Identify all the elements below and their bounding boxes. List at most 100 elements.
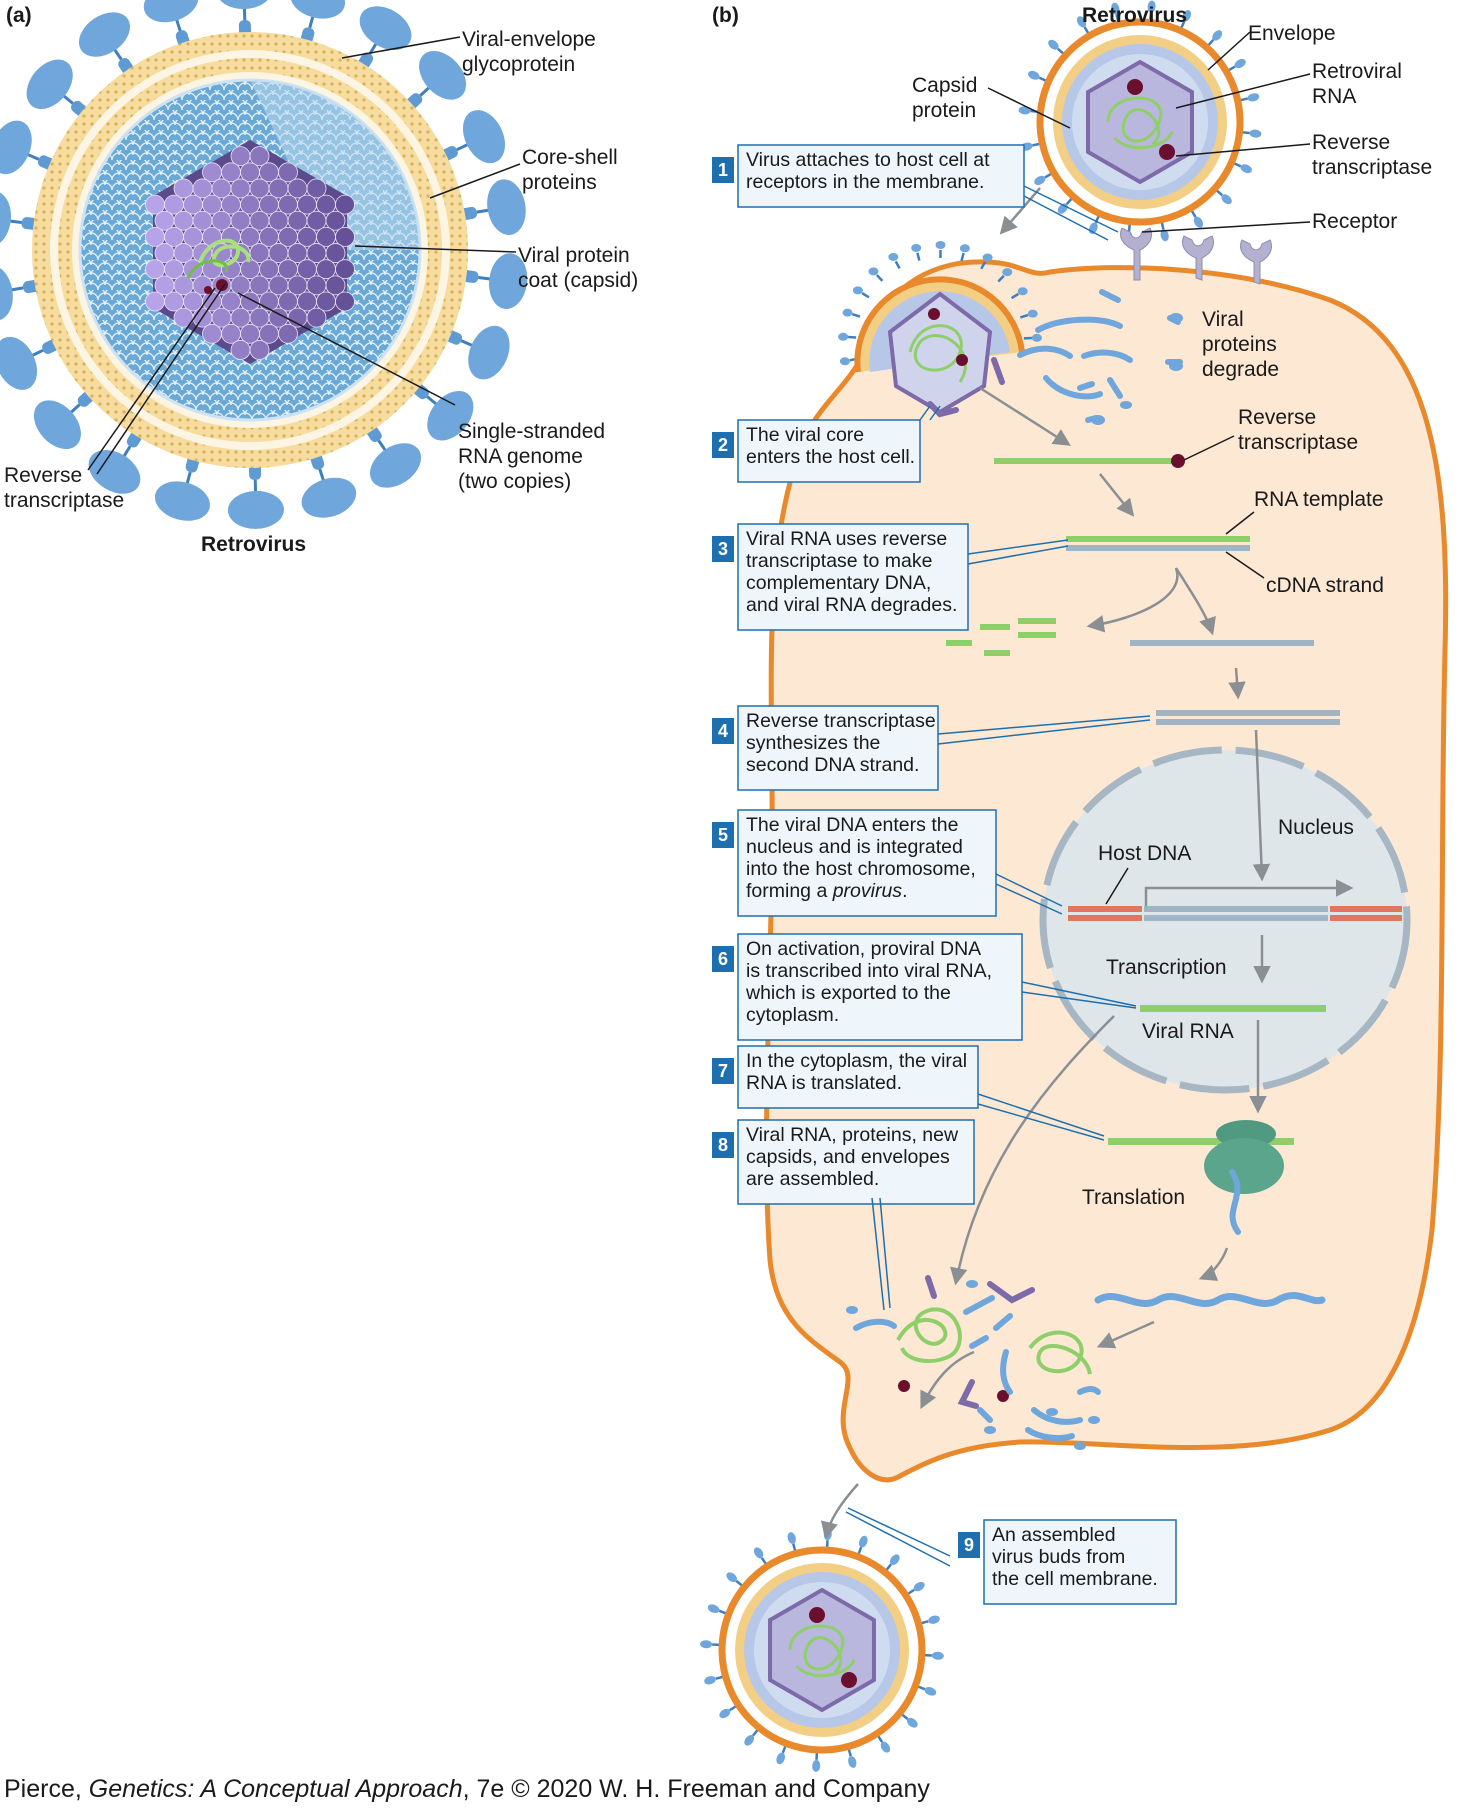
step-number: 8: [718, 1135, 728, 1155]
label-rna-3: (two copies): [458, 470, 571, 493]
step-box: [737, 1045, 979, 1109]
label-rt2-1: Reverse: [1238, 406, 1316, 429]
step-text-line: In the cytoplasm, the viral: [746, 1050, 967, 1072]
step-text-line: The viral DNA enters the: [746, 814, 958, 836]
step-text-line: the cell membrane.: [992, 1568, 1158, 1590]
label-capsid-1: Viral protein: [518, 244, 630, 267]
step-text-line: is transcribed into viral RNA,: [746, 960, 992, 982]
step-box: [737, 809, 997, 917]
step-text-line: cytoplasm.: [746, 1004, 839, 1026]
step-box: [983, 1519, 1177, 1605]
step-badge: [958, 1532, 980, 1558]
callout-leaders: [845, 185, 1151, 1567]
step-box: [737, 523, 969, 631]
host-dna-left: [1068, 906, 1142, 912]
degraded-rna-fragments: [946, 618, 1056, 656]
step-box: [737, 144, 1025, 208]
ribosome-large: [1204, 1138, 1284, 1194]
step-text-line: capsids, and envelopes: [746, 1146, 950, 1168]
step-text-line: RNA is translated.: [746, 1072, 902, 1094]
step-text-line: synthesizes the: [746, 732, 880, 754]
step-box: [737, 1119, 975, 1205]
label-rt-2: transcriptase: [4, 489, 124, 512]
label-rt-b-1: Reverse: [1312, 131, 1390, 154]
panel-a: (a) Viral-envelope glycoprotein Co: [0, 0, 638, 556]
step-text-line: are assembled.: [746, 1168, 879, 1190]
step-number: 9: [964, 1535, 974, 1555]
label-receptor: Receptor: [1312, 210, 1397, 233]
label-capsid-protein-1: Capsid: [912, 74, 977, 97]
label-capsid-protein-2: protein: [912, 99, 976, 122]
step-number: 4: [718, 721, 728, 741]
nuclear-envelope: [1039, 746, 1411, 1094]
viral-rna-strand: [994, 458, 1176, 464]
step-badge: [712, 946, 734, 972]
label-glycoprotein-1: Viral-envelope: [462, 28, 596, 51]
step-badge: [712, 822, 734, 848]
label-rna-template: RNA template: [1254, 488, 1384, 511]
step-text-line: Reverse transcriptase: [746, 710, 936, 732]
step-text-line: The viral core: [746, 424, 864, 446]
double-dna-1: [1156, 710, 1340, 716]
step-text-line: second DNA strand.: [746, 754, 919, 776]
label-translation: Translation: [1082, 1186, 1185, 1209]
panel-b-tag: (b): [712, 4, 739, 27]
viral-protein: [1094, 1292, 1326, 1307]
step-text-line: virus buds from: [992, 1546, 1125, 1568]
step-number: 6: [718, 949, 728, 969]
label-rt-b-2: transcriptase: [1312, 156, 1432, 179]
label-degrade-3: degrade: [1202, 358, 1279, 381]
reverse-transcriptase-dot-b: [1171, 454, 1185, 468]
step-text-line: An assembled: [992, 1524, 1116, 1546]
label-cdna-strand: cDNA strand: [1266, 574, 1384, 597]
double-dna-2: [1156, 719, 1340, 725]
label-viral-rna: Viral RNA: [1142, 1020, 1234, 1043]
step-badge: [712, 536, 734, 562]
step-badge: [712, 718, 734, 744]
single-cdna: [1130, 640, 1314, 646]
step-number: 3: [718, 539, 728, 559]
step-text-line: complementary DNA,: [746, 572, 931, 594]
credit-line: Pierce, Genetics: A Conceptual Approach,…: [4, 1775, 930, 1803]
rna-template-strand: [1066, 536, 1250, 542]
step-text-line: transcriptase to make: [746, 550, 932, 572]
step-badge: [712, 1058, 734, 1084]
viral-rna-transcript: [1140, 1005, 1326, 1012]
step-number: 5: [718, 825, 728, 845]
host-dna-right: [1330, 906, 1402, 912]
step-box: [737, 933, 1023, 1041]
label-transcription: Transcription: [1106, 956, 1227, 979]
label-retroviral-rna-1: Retroviral: [1312, 60, 1402, 83]
label-rt2-2: transcriptase: [1238, 431, 1358, 454]
step-text-line: Viral RNA uses reverse: [746, 528, 947, 550]
step-text-line: into the host chromosome,: [746, 858, 976, 880]
step-text-line: and viral RNA degrades.: [746, 594, 957, 616]
panel-b-title: Retrovirus: [1082, 4, 1187, 27]
assembly-components: [846, 1275, 1101, 1450]
nucleic-acid-strands: [946, 454, 1402, 1307]
panel-a-tag: (a): [6, 4, 32, 27]
label-nucleus: Nucleus: [1278, 816, 1354, 839]
label-core-shell-1: Core-shell: [522, 146, 618, 169]
step-text-line: Virus attaches to host cell at: [746, 149, 990, 171]
panel-b: (b): [700, 0, 1449, 1772]
label-rna-1: Single-stranded: [458, 420, 605, 443]
reverse-transcriptase-dot: [216, 279, 228, 291]
step-number: 2: [718, 435, 728, 455]
step-number: 7: [718, 1061, 728, 1081]
label-degrade-1: Viral: [1202, 308, 1244, 331]
step-badge: [712, 432, 734, 458]
mrna-translation: [1108, 1138, 1294, 1145]
label-degrade-2: proteins: [1202, 333, 1277, 356]
retrovirus-top: [1018, 0, 1262, 244]
label-rt-1: Reverse: [4, 464, 82, 487]
label-capsid-2: coat (capsid): [518, 269, 638, 292]
